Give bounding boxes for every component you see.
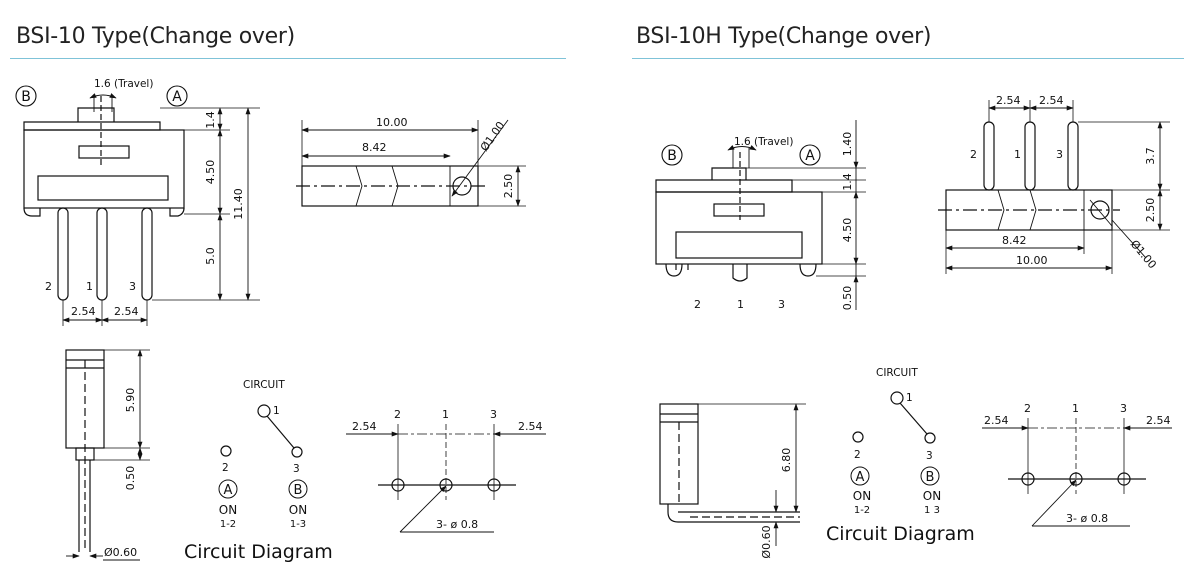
right-circuit-on-a: ON — [853, 489, 871, 503]
left-dim-0-50: 0.50 — [124, 466, 137, 491]
left-circuit-node-2: 2 — [222, 462, 229, 474]
left-pcb-pitch-right: 2.54 — [518, 420, 543, 433]
left-travel-label: 1.6 (Travel) — [94, 78, 153, 90]
left-pin-1: 1 — [86, 280, 93, 293]
left-circuit-node-1: 1 — [273, 405, 280, 417]
left-circuit — [218, 404, 308, 499]
right-circuit-heading: CIRCUIT — [876, 367, 918, 379]
right-pos-b-label: B — [667, 148, 677, 164]
left-dim-11-40: 11.40 — [232, 188, 245, 220]
left-circuit-on-b-pins: 1-3 — [290, 519, 306, 530]
right-pcb-holes: 3- ø 0.8 — [1066, 512, 1108, 525]
right-circuit-on-b-pins: 1 3 — [924, 505, 940, 516]
right-dim-6-80: 6.80 — [780, 448, 793, 473]
right-dim-4-50: 4.50 — [841, 218, 854, 243]
left-title-rule — [10, 58, 566, 59]
right-pcb-col-1: 1 — [1072, 402, 1079, 415]
left-front-view — [23, 93, 260, 326]
right-dim-2-50: 2.50 — [1144, 198, 1157, 223]
right-pitch-a: 2.54 — [996, 94, 1021, 107]
right-top-pin-1: 1 — [1014, 148, 1021, 161]
left-circuit-heading: CIRCUIT — [243, 379, 285, 391]
left-pitch-a: 2.54 — [71, 305, 96, 318]
left-dim-10-00: 10.00 — [376, 116, 408, 129]
right-pin-1: 1 — [737, 298, 744, 311]
right-dim-pin-dia: Ø0.60 — [760, 525, 773, 558]
right-top-view — [938, 100, 1170, 274]
right-pos-a-label: A — [805, 148, 815, 164]
right-title-rule — [632, 58, 1184, 59]
left-pos-a-label: A — [172, 89, 182, 105]
left-pin-2: 2 — [45, 280, 52, 293]
left-circuit-on-b: ON — [289, 503, 307, 517]
left-side-view — [65, 349, 150, 561]
left-pcb-layout — [346, 424, 546, 533]
left-circuit-on-a: ON — [219, 503, 237, 517]
right-circuit — [850, 391, 940, 486]
right-pcb-pitch-left: 2.54 — [984, 414, 1009, 427]
left-pin-3: 3 — [129, 280, 136, 293]
right-top-pin-3: 3 — [1056, 148, 1063, 161]
left-circuit-node-3: 3 — [293, 463, 300, 475]
left-pcb-holes: 3- ø 0.8 — [436, 518, 478, 531]
left-dim-5-0: 5.0 — [204, 247, 217, 265]
right-dim-0-50: 0.50 — [841, 286, 854, 311]
left-pcb-col-1: 1 — [442, 408, 449, 421]
left-pitch-b: 2.54 — [114, 305, 139, 318]
right-dim-1-4: 1.4 — [841, 173, 854, 191]
right-top-pin-2: 2 — [970, 148, 977, 161]
right-dim-1-40: 1.40 — [841, 132, 854, 157]
right-pcb-col-3: 3 — [1120, 402, 1127, 415]
right-dim-8-42: 8.42 — [1002, 234, 1027, 247]
right-side-view — [659, 403, 806, 546]
left-circuit-on-a-pins: 1-2 — [220, 519, 236, 530]
left-pcb-col-3: 3 — [490, 408, 497, 421]
left-dim-8-42: 8.42 — [362, 141, 387, 154]
left-circuit-b: B — [294, 483, 303, 498]
left-title: BSI-10 Type(Change over) — [16, 24, 295, 49]
right-dim-3-7: 3.7 — [1144, 147, 1157, 165]
right-circuit-on-b: ON — [923, 489, 941, 503]
left-labels: 1.6 (Travel) 1.4 4.50 11.40 5.0 2 1 3 2.… — [45, 78, 543, 563]
left-dim-dia-1: Ø1.00 — [478, 119, 508, 154]
right-circuit-node-3: 3 — [926, 450, 933, 462]
right-circuit-node-1: 1 — [906, 392, 913, 404]
right-pcb-pitch-right: 2.54 — [1146, 414, 1171, 427]
right-circuit-b: B — [926, 470, 935, 485]
right-labels: 1.6 (Travel) 1.40 1.4 4.50 0.50 2 1 3 2.… — [694, 94, 1171, 559]
left-dim-5-90: 5.90 — [124, 388, 137, 413]
right-pitch-b: 2.54 — [1039, 94, 1064, 107]
right-title: BSI-10H Type(Change over) — [636, 24, 932, 49]
right-dim-10-00: 10.00 — [1016, 254, 1048, 267]
left-dim-pin-dia: Ø0.60 — [104, 546, 137, 559]
left-circuit-a: A — [224, 483, 233, 498]
left-circuit-caption: Circuit Diagram — [184, 541, 333, 563]
right-circuit-a: A — [856, 470, 865, 485]
left-position-markers: B A — [15, 85, 188, 107]
right-dim-dia-1: Ø1.00 — [1128, 238, 1159, 272]
right-front-view — [655, 120, 866, 310]
right-pcb-layout — [982, 418, 1172, 527]
left-pcb-pitch-left: 2.54 — [352, 420, 377, 433]
right-circuit-node-2: 2 — [854, 449, 861, 461]
right-pcb-col-2: 2 — [1024, 402, 1031, 415]
left-pos-b-label: B — [21, 89, 31, 105]
left-top-view — [296, 119, 526, 207]
right-pin-2: 2 — [694, 298, 701, 311]
right-circuit-caption: Circuit Diagram — [826, 523, 975, 545]
left-dim-4-50: 4.50 — [204, 160, 217, 185]
left-dim-1-4: 1.4 — [204, 111, 217, 129]
right-circuit-on-a-pins: 1-2 — [854, 505, 870, 516]
left-pcb-col-2: 2 — [394, 408, 401, 421]
right-position-markers: B A — [661, 144, 821, 166]
right-pin-3: 3 — [778, 298, 785, 311]
right-travel-label: 1.6 (Travel) — [734, 136, 793, 148]
left-dim-2-50: 2.50 — [502, 174, 515, 199]
